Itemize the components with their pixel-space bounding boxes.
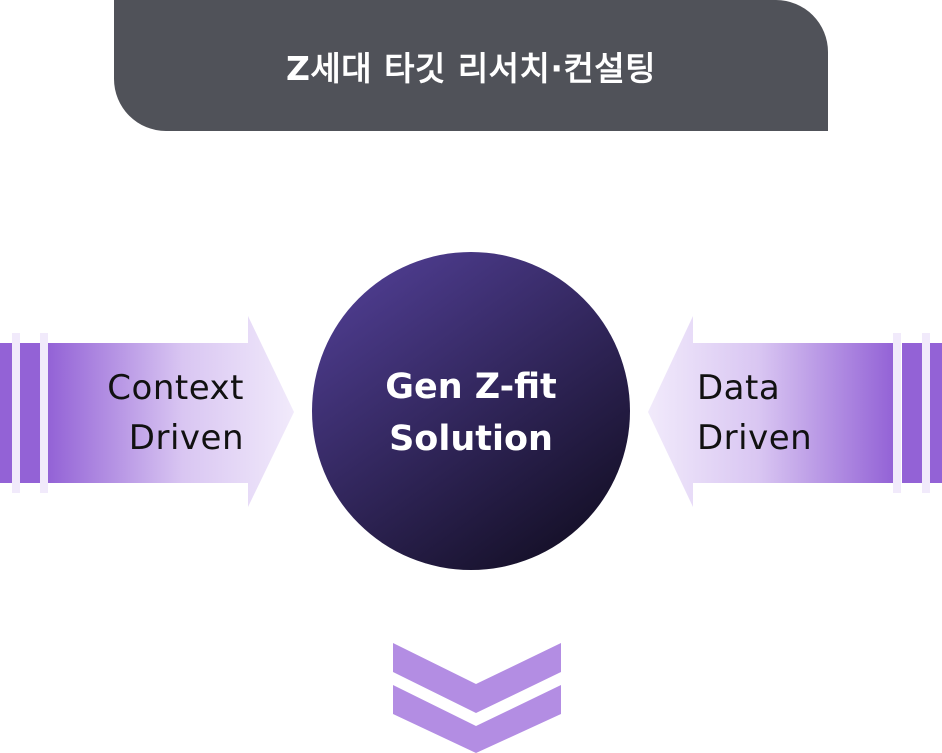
right-arrow-stripe xyxy=(928,343,942,483)
right-arrow-stripe-edge xyxy=(922,333,930,493)
header-title: Z세대 타깃 리서치·컨설팅 xyxy=(285,48,657,88)
data-driven-line1: Data xyxy=(697,368,781,408)
center-circle xyxy=(312,252,630,570)
left-arrow-stripe xyxy=(19,343,41,483)
center-label-line1: Gen Z-fit xyxy=(385,367,557,407)
context-driven-label: Context Driven xyxy=(107,363,244,463)
context-driven-line2: Driven xyxy=(128,418,244,458)
context-driven-line1: Context xyxy=(107,368,244,408)
left-arrow xyxy=(0,316,294,507)
left-arrow-stripe-edge xyxy=(12,333,20,493)
right-arrow-stripe-edge xyxy=(893,333,901,493)
right-arrow-body xyxy=(648,316,894,507)
right-arrow-stripe xyxy=(902,343,924,483)
left-arrow-stripe xyxy=(0,343,14,483)
left-arrow-stripe-edge xyxy=(40,333,48,493)
chevron-down-icon xyxy=(393,643,561,713)
double-chevron-down-icon xyxy=(393,643,561,753)
data-driven-line2: Driven xyxy=(697,418,813,458)
center-solution-label: Gen Z-fit Solution xyxy=(312,361,630,465)
data-driven-label: Data Driven xyxy=(697,363,812,463)
center-label-line2: Solution xyxy=(389,419,553,459)
header-title-bar: Z세대 타깃 리서치·컨설팅 xyxy=(114,0,828,131)
chevron-down-icon xyxy=(393,685,561,753)
left-arrow-body xyxy=(48,316,294,507)
right-arrow xyxy=(648,316,942,507)
